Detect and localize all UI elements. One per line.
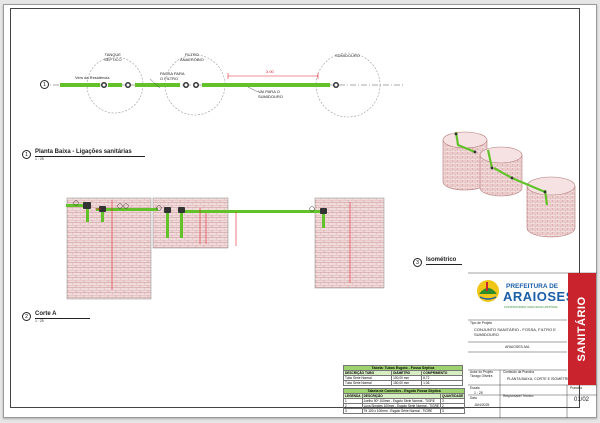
sheet-label: Prancha	[570, 386, 582, 390]
table-cell: 3	[439, 408, 466, 414]
plan-view	[42, 52, 405, 118]
plan-pipes	[60, 83, 330, 87]
table-cell: 1,06	[421, 380, 463, 386]
table-cell: Tê 100 x 100mm - Esgoto Série Normal - T…	[361, 408, 442, 414]
table-header: LEGENDA	[343, 393, 363, 399]
filter-label: FILTRO ANAERÓBIO	[180, 52, 204, 62]
tech-label: Responsável Técnico	[503, 394, 534, 398]
fittings-table: Tabela de Conexões - Esgoto Fossa Séptic…	[342, 388, 466, 414]
table-cell: 150,00 mm	[391, 380, 423, 386]
view-number-section: 2	[22, 312, 31, 321]
to-sink-label: VAI PARA O SUMIDOURO	[258, 89, 283, 99]
date-value: JAN/2025	[474, 403, 490, 407]
title-underline	[35, 318, 90, 319]
table-row: Tubo Série Normal 150,00 mm 1,06	[342, 380, 463, 386]
content-value: PLANTA BAIXA, CORTE E ISOMÉTRICO	[507, 377, 574, 381]
title-underline	[426, 264, 462, 265]
dimension-label: 3.00	[266, 69, 274, 74]
logo-tagline: CONSTRUINDO UMA NOVA HISTÓRIA	[504, 305, 558, 309]
section-view-scale: 1 : 25	[35, 319, 44, 323]
table-row: 3 Tê 100 x 100mm - Esgoto Série Normal -…	[343, 408, 466, 414]
plan-dimension	[227, 73, 319, 79]
view-number-plan: 1	[22, 150, 31, 159]
title-underline	[35, 156, 145, 157]
from-residence-label: Vem da Residência	[75, 75, 110, 80]
date-label: Data	[470, 396, 477, 400]
table-cell: Luva Simples 100mm - Esgoto Série Normal…	[361, 403, 442, 409]
isometric-view	[442, 131, 576, 238]
logo-mark	[477, 280, 499, 302]
sheet-number: 01/02	[574, 397, 590, 403]
logo-line1: PREFEITURA DE	[506, 283, 559, 290]
project-type-label: Tipo de Projeto	[470, 321, 493, 325]
iso-view-title: Isométrico	[426, 257, 457, 263]
table-cell: Tubo Série Normal	[342, 380, 393, 386]
to-filter-label: PASSA PARA O FILTRO	[160, 71, 185, 81]
content-label: Conteúdo da Prancha	[503, 370, 535, 374]
pipes-table: Tabela: Tubos Esgoto - Fossa Séptica DES…	[342, 365, 463, 386]
sink-label: SUMIDOURO	[335, 53, 360, 58]
iso-sink	[526, 176, 576, 238]
table-cell: Joelho 90º 100mm - Esgoto Série Normal -…	[361, 398, 442, 404]
table-cell: 3	[343, 408, 363, 414]
section-view-title: Corte A	[35, 311, 57, 317]
table-header: QUANTIDADE	[439, 393, 466, 399]
axis-bubble: 1	[40, 80, 49, 89]
scale-label: Escala	[470, 386, 480, 390]
discipline-strip: SANITÁRIO	[568, 273, 596, 385]
author-value: Tiorago Oliveira	[470, 374, 493, 378]
sheet-border	[10, 8, 580, 408]
title-block-lines	[468, 272, 597, 418]
logo-line2: ARAIOSES	[503, 289, 575, 304]
plan-view-scale: 1 : 25	[35, 157, 44, 161]
view-number-iso: 3	[413, 258, 422, 267]
section-view	[66, 197, 385, 300]
discipline-label: SANITÁRIO	[576, 296, 588, 362]
scale-value: 1 : 25	[474, 391, 483, 395]
tank-label: TANQUE SÉPTICO	[104, 52, 122, 62]
plan-view-title: Planta Baixa - Ligações sanitárias	[35, 149, 132, 155]
section-dimensions	[95, 200, 351, 290]
location-value: ARAIOSES-MA	[505, 345, 530, 349]
author-label: Autor do Projeto	[470, 370, 494, 374]
project-type-value: CONJUNTO SANITÁRIO - FOSSA, FILTRO E SUM…	[474, 327, 556, 337]
